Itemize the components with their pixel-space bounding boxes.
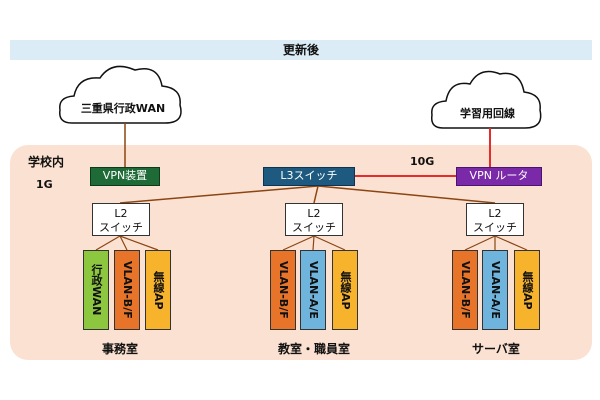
- l2-switch-line2: スイッチ: [292, 221, 336, 234]
- vlan-box-classroom-ap: 無線AP: [332, 250, 358, 330]
- vlan-box-office-bf: VLAN-B/F: [114, 250, 140, 330]
- vlan-box-server-bf: VLAN-B/F: [452, 250, 478, 330]
- speed-1g-label: 1G: [36, 178, 53, 191]
- vlan-box-classroom-bf: VLAN-B/F: [270, 250, 296, 330]
- cloud-shape-left: [59, 65, 182, 124]
- room-label-classroom: 教室・職員室: [277, 342, 350, 356]
- l2-switch-line1: L2: [114, 207, 128, 220]
- l3-l2-left-link: [119, 185, 319, 204]
- l2-switch-server: L2 スイッチ: [466, 203, 524, 236]
- l2-switch-line1: L2: [307, 207, 321, 220]
- l2-switch-classroom: L2 スイッチ: [285, 203, 343, 236]
- header-title: 更新後: [10, 40, 592, 60]
- l2-right-branches: [464, 235, 528, 251]
- cloud-label-wan: 三重県行政WAN: [80, 102, 166, 115]
- l2-center-branches: [282, 235, 346, 251]
- l2-switch-line2: スイッチ: [473, 221, 517, 234]
- vlan-box-server-ap: 無線AP: [514, 250, 540, 330]
- l2-switch-office: L2 スイッチ: [92, 203, 150, 236]
- speed-10g-label: 10G: [410, 155, 435, 168]
- vpn-device-box: VPN装置: [90, 167, 160, 186]
- campus-label: 学校内: [28, 155, 65, 169]
- vlan-box-office-ap: 無線AP: [145, 250, 171, 330]
- room-label-office: 事務室: [101, 342, 138, 356]
- vlan-box-office-wan: 行政WAN: [83, 250, 109, 330]
- l2-left-branches: [95, 235, 159, 251]
- l2-switch-line1: L2: [488, 207, 502, 220]
- l3-l2-center-link: [313, 185, 319, 204]
- l3-switch-box: L3スイッチ: [263, 167, 355, 186]
- vpn-router-box: VPN ルータ: [456, 167, 542, 186]
- l2-switch-line2: スイッチ: [99, 221, 143, 234]
- vlan-box-classroom-ae: VLAN-A/E: [300, 250, 326, 330]
- l3-l2-right-link: [317, 185, 496, 204]
- cloud-label-learning: 学習用回線: [460, 107, 515, 120]
- cloud-shape-right: [430, 70, 542, 129]
- room-label-server: サーバ室: [472, 342, 520, 356]
- vlan-box-server-ae: VLAN-A/E: [482, 250, 508, 330]
